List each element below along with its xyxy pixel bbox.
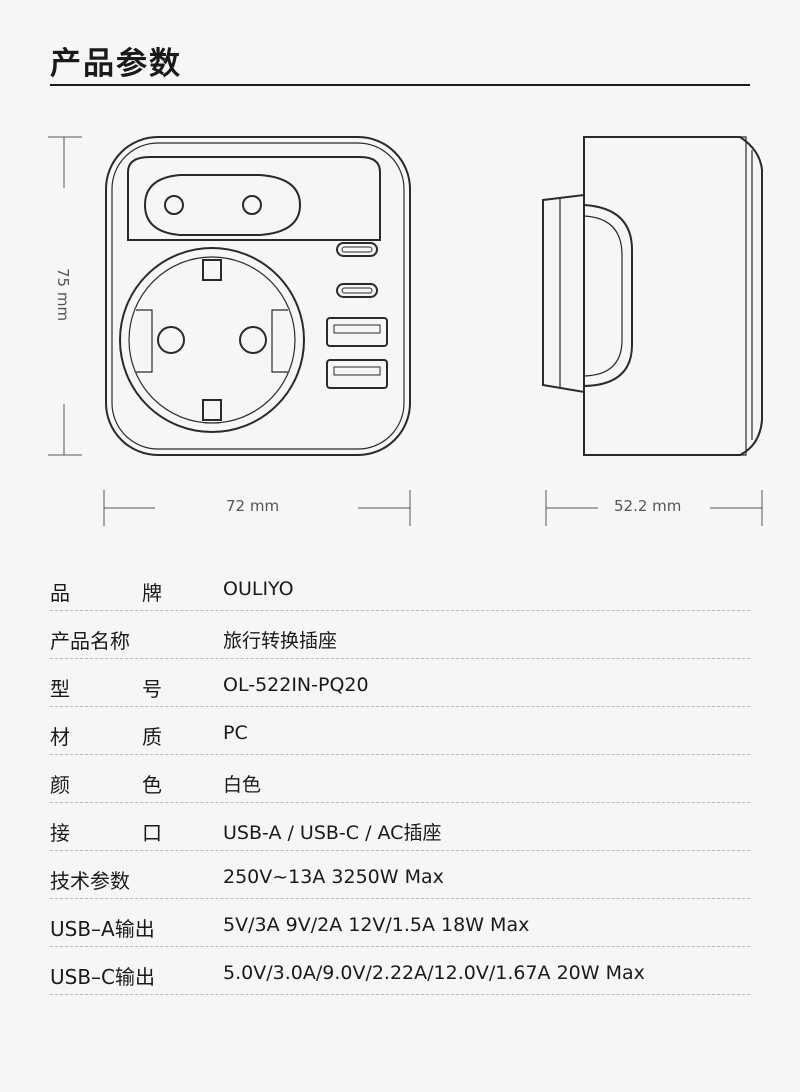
front-body-outline [105, 136, 411, 456]
schuko-socket-outer [119, 247, 305, 433]
title-divider [50, 84, 750, 86]
usb-c-port-2 [336, 283, 378, 298]
width-dimension: 72 mm [226, 497, 280, 515]
spec-value: OL-522IN-PQ20 [223, 674, 369, 696]
spec-row-material: 材质 PC [50, 707, 750, 755]
height-dimension: 75 mm [54, 268, 72, 322]
spec-row-technical: 技术参数 250V~13A 3250W Max [50, 851, 750, 899]
spec-table: 品牌 OULIYO 产品名称 旅行转换插座 型号 OL-522IN-PQ20 材… [50, 563, 750, 995]
schuko-socket-inner [128, 256, 296, 424]
side-handle-inner [583, 215, 623, 377]
schuko-pin-right [239, 326, 267, 354]
spec-label: USB–A输出 [50, 917, 155, 941]
front-body-inner-outline [111, 142, 405, 450]
spec-label: 接口 [50, 821, 162, 845]
spec-value: 旅行转换插座 [223, 630, 338, 652]
schuko-side-right [271, 309, 288, 373]
spec-label: 产品名称 [50, 629, 130, 653]
top-plug-recess [127, 156, 381, 241]
schuko-clip-top [202, 259, 222, 281]
page-title: 产品参数 [50, 46, 182, 82]
usb-a-port-1 [326, 317, 388, 347]
schuko-pin-left [157, 326, 185, 354]
spec-label: 型号 [50, 677, 162, 701]
side-body-outline [583, 136, 763, 456]
spec-value: USB-A / USB-C / AC插座 [223, 822, 442, 844]
spec-label: USB–C输出 [50, 965, 156, 989]
spec-label: 颜色 [50, 773, 162, 797]
eu-socket-outline [143, 174, 302, 236]
spec-value: 5V/3A 9V/2A 12V/1.5A 18W Max [223, 914, 530, 936]
spec-value: PC [223, 722, 248, 744]
spec-value: OULIYO [223, 578, 294, 600]
spec-row-interface: 接口 USB-A / USB-C / AC插座 [50, 803, 750, 851]
product-drawing [48, 136, 763, 526]
spec-value: 5.0V/3.0A/9.0V/2.22A/12.0V/1.67A 20W Max [223, 962, 645, 984]
eu-pin-left [164, 195, 184, 215]
side-plug-block [542, 193, 585, 394]
usb-a-port-2 [326, 359, 388, 389]
spec-label: 技术参数 [50, 869, 130, 893]
spec-value: 250V~13A 3250W Max [223, 866, 444, 888]
schuko-side-left [136, 309, 153, 373]
depth-dimension: 52.2 mm [614, 497, 682, 515]
spec-row-usb-a-output: USB–A输出 5V/3A 9V/2A 12V/1.5A 18W Max [50, 899, 750, 947]
spec-label: 品牌 [50, 581, 162, 605]
spec-row-product-name: 产品名称 旅行转换插座 [50, 611, 750, 659]
spec-row-usb-c-output: USB–C输出 5.0V/3.0A/9.0V/2.22A/12.0V/1.67A… [50, 947, 750, 995]
spec-row-brand: 品牌 OULIYO [50, 563, 750, 611]
spec-row-color: 颜色 白色 [50, 755, 750, 803]
spec-label: 材质 [50, 725, 162, 749]
schuko-clip-bottom [202, 399, 222, 421]
spec-value: 白色 [223, 774, 262, 796]
spec-row-model: 型号 OL-522IN-PQ20 [50, 659, 750, 707]
eu-pin-right [242, 195, 262, 215]
usb-c-port-1 [336, 242, 378, 257]
side-handle-outer [583, 204, 633, 387]
